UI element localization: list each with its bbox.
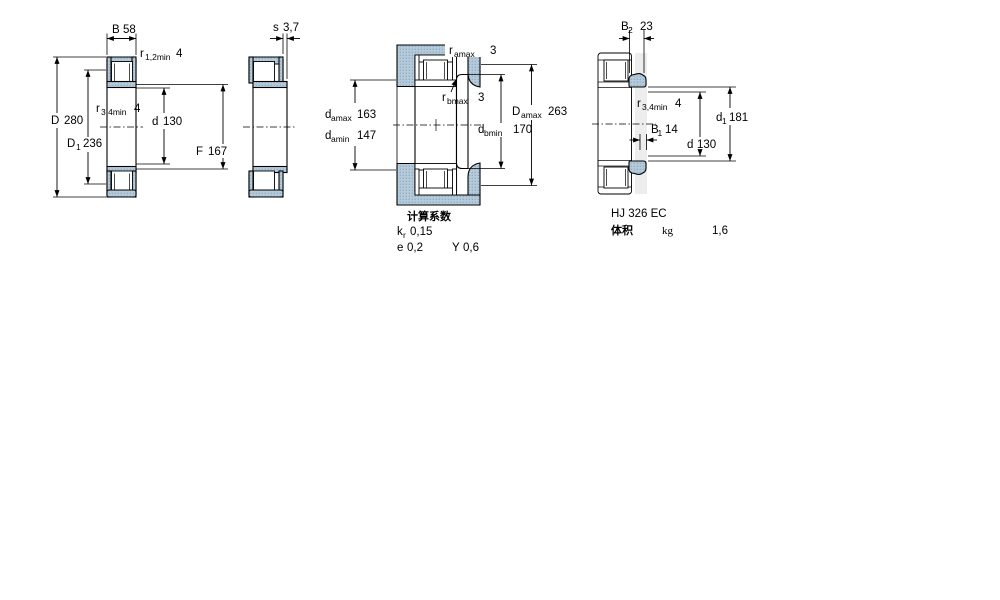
dim-d-symbol: d	[687, 139, 693, 151]
inner-ring-top	[414, 79, 457, 87]
dim-r12-value: 4	[176, 48, 183, 60]
dim-ramax-subscript: amax	[454, 49, 476, 59]
factor-kr-subscript: r	[403, 230, 406, 240]
dim-F-symbol: F	[196, 146, 203, 158]
dim-B2-symbol: B	[621, 21, 629, 33]
dim-B2-subscript: 2	[628, 25, 633, 35]
inner-ring-top	[252, 80, 288, 89]
dim-dbmin-value: 170	[513, 124, 532, 136]
dim-B2-value: 23	[640, 21, 653, 33]
dim-B1-symbol: B	[651, 124, 659, 136]
factor-kr-value: 0,15	[410, 226, 432, 238]
roller	[253, 61, 275, 84]
dim-damax-subscript: amax	[331, 113, 353, 123]
dim-d-value: 130	[163, 116, 182, 128]
outer-ring-flange	[248, 56, 254, 84]
fig1-bearing-cross-section: B 58 r 1,2min 4 D 280 D 1 236 r 3,4min 4…	[51, 24, 228, 198]
dim-B-symbol: B	[112, 24, 120, 36]
dim-s-value: 3,7	[283, 22, 299, 34]
dim-dbmin-subscript: bmin	[484, 128, 503, 138]
mass-value: 1,6	[712, 225, 728, 237]
factor-kr-symbol: k	[397, 226, 403, 238]
dim-rbmax-symbol: r	[442, 92, 446, 104]
hj-ring-section-top	[628, 73, 647, 88]
dim-D1-subscript: 1	[76, 142, 81, 152]
dim-r12-subscript: 1,2min	[145, 52, 171, 62]
dim-d1-symbol: d	[716, 112, 722, 124]
outer-ring-flange	[106, 56, 112, 84]
bearing-silhouette	[597, 52, 632, 195]
dim-r34-value: 4	[675, 98, 682, 110]
dim-damin-value: 147	[357, 130, 376, 142]
outer-ring-bottom	[248, 189, 284, 198]
roller	[423, 168, 448, 191]
fig3-abutment-drawing: r amax 3 r bmax 3 d amax 163 d amin 147 …	[325, 43, 567, 254]
hj-ring-designation: HJ 326 EC	[611, 208, 667, 220]
dim-s-symbol: s	[273, 22, 279, 34]
dim-B-value: 58	[123, 24, 136, 36]
outer-ring-bottom	[414, 187, 457, 196]
mass-unit: kg	[662, 225, 674, 237]
outer-ring-flange	[414, 54, 420, 82]
dim-F-value: 167	[208, 146, 227, 158]
dim-d-value: 130	[697, 139, 716, 151]
dim-rbmax-subscript: bmax	[447, 96, 469, 106]
hj-ring-section-bottom	[628, 160, 647, 175]
fig4-hj-angle-ring: B 2 23 r 3,4min 4 B 1 14 d 1 181 d 130 H…	[592, 21, 748, 237]
dim-ramax-symbol: r	[449, 45, 453, 57]
housing-shoulder-bottom	[467, 162, 481, 196]
shaft-step	[455, 73, 469, 170]
roller	[253, 170, 275, 193]
dim-damax-symbol: d	[325, 109, 331, 121]
outer-ring-flange	[452, 168, 457, 196]
outer-ring-flange	[414, 168, 420, 196]
dim-r12-symbol: r	[140, 48, 144, 60]
factor-Y-value: 0,6	[463, 242, 479, 254]
dim-B1-value: 14	[665, 124, 678, 136]
dim-Damax-symbol: D	[512, 106, 520, 118]
shaft-shadow	[635, 53, 647, 194]
dim-r34-subscript: 3,4min	[101, 107, 127, 117]
dim-D1-value: 236	[83, 138, 102, 150]
dim-damin-subscript: amin	[331, 134, 350, 144]
dim-r34-value: 4	[134, 103, 141, 115]
dim-rb-leader	[450, 78, 457, 93]
factor-Y-symbol: Y	[452, 242, 460, 254]
dim-d-symbol: d	[152, 116, 158, 128]
dim-D-value: 280	[64, 115, 83, 127]
dim-D1-symbol: D	[67, 138, 75, 150]
dim-r34-subscript: 3,4min	[642, 102, 668, 112]
roller	[603, 59, 629, 82]
outer-ring-bottom	[106, 189, 137, 198]
dim-damin-symbol: d	[325, 130, 331, 142]
roller	[603, 166, 629, 189]
inner-ring-top	[106, 80, 137, 89]
dim-d1-value: 181	[729, 112, 748, 124]
factor-e-symbol: e	[397, 242, 403, 254]
mass-label: 体积	[611, 223, 633, 237]
dim-d1-subscript: 1	[722, 116, 727, 126]
dim-rbmax-value: 3	[478, 92, 484, 104]
housing-shoulder-top	[467, 54, 481, 88]
dim-D-symbol: D	[51, 115, 59, 127]
dim-r34-symbol: r	[96, 103, 100, 115]
label-background	[445, 43, 500, 57]
dim-r34-symbol: r	[637, 98, 641, 110]
outer-ring-flange	[278, 56, 284, 84]
dim-Damax-value: 263	[548, 106, 567, 118]
dim-ramax-value: 3	[490, 45, 496, 57]
dim-dbmin-symbol: d	[478, 124, 484, 136]
dim-B1-subscript: 1	[658, 128, 663, 138]
factor-e-value: 0,2	[407, 242, 423, 254]
dim-damax-value: 163	[357, 109, 376, 121]
fig2-bearing-side-view: s 3,7	[243, 22, 300, 198]
roller	[423, 59, 448, 82]
dim-Damax-subscript: amax	[521, 110, 543, 120]
calculation-factors-title: 计算系数	[407, 209, 452, 223]
